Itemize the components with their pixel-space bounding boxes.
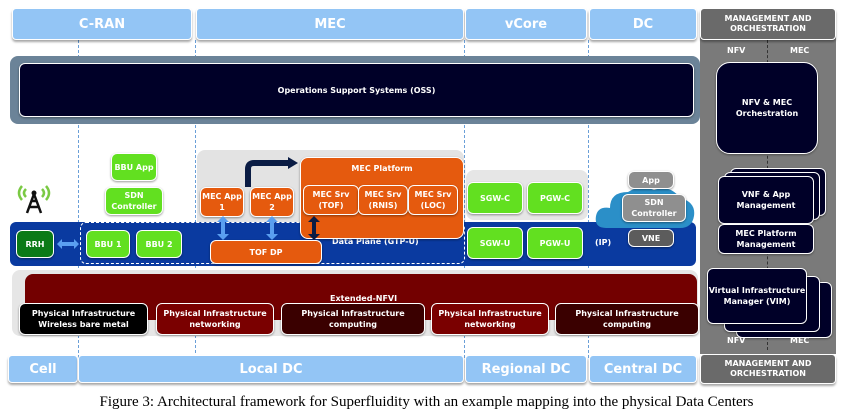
mgmt-col-mec-top: MEC <box>790 46 810 55</box>
cran-sdn-controller-box: SDN Controller <box>105 187 163 215</box>
footer-central-dc: Central DC <box>589 355 697 383</box>
app2-dp-arrow-icon <box>266 216 278 240</box>
mgmt-col-mec-bottom: MEC <box>790 336 810 345</box>
bbu1-box: BBU 1 <box>86 230 130 258</box>
dc-app-box: App <box>628 171 674 189</box>
footer-regional-dc: Regional DC <box>465 355 587 383</box>
mec-srv-tof: MEC Srv (TOF) <box>303 185 359 215</box>
vne-box: VNE <box>628 229 674 247</box>
dc-sdn-controller-box: SDN Controller <box>622 194 686 222</box>
separator-vcore-dc <box>588 40 589 358</box>
nfvi-computing-local: Physical Infrastructure computing <box>281 303 425 335</box>
mec-app2: MEC App 2 <box>250 187 294 217</box>
tof-dp-box: TOF DP <box>210 240 322 264</box>
header-vcore: vCore <box>465 8 587 40</box>
ip-label: (IP) <box>595 238 612 247</box>
rrh-box: RRH <box>16 230 54 258</box>
sgw-c-box: SGW-C <box>467 182 523 214</box>
nfv-mec-orchestration: NFV & MEC Orchestration <box>716 62 818 154</box>
management-header-bottom: MANAGEMENT AND ORCHESTRATION <box>700 354 836 384</box>
nfvi-networking-local: Physical Infrastructure networking <box>156 303 274 335</box>
mec-app-to-platform-arrow-icon <box>245 157 298 187</box>
separator-cran-mec <box>195 40 196 358</box>
nfvi-computing-central: Physical Infrastructure computing <box>555 303 699 335</box>
mec-app1: MEC App 1 <box>200 187 244 217</box>
oss-box: Operations Support Systems (OSS) <box>19 63 694 117</box>
mec-platform-mgmt: MEC Platform Management <box>718 224 814 254</box>
data-plane-label: Data Plane (GTP-U) <box>332 237 419 246</box>
pgw-c-box: PGW-C <box>527 182 583 214</box>
nfvi-wireless-bare-metal: Physical Infrastructure Wireless bare me… <box>19 303 148 335</box>
separator-cell-local <box>78 40 79 358</box>
platform-dp-arrow-icon <box>308 216 320 240</box>
app1-dp-arrow-icon <box>217 216 229 240</box>
bbu-app-box: BBU App <box>111 153 157 181</box>
vim-box: Virtual Infrastructure Manager (VIM) <box>707 268 807 324</box>
nfvi-networking-regional: Physical Infrastructure networking <box>431 303 549 335</box>
rrh-bbu-arrow-icon <box>57 239 79 249</box>
mec-platform-title: MEC Platform <box>351 164 413 173</box>
header-cran: C-RAN <box>12 8 192 40</box>
mec-srv-loc: MEC Srv (LOC) <box>408 185 458 215</box>
header-dc: DC <box>589 8 697 40</box>
footer-cell: Cell <box>8 355 78 383</box>
mec-srv-rnis: MEC Srv (RNIS) <box>358 185 408 215</box>
vnf-app-mgmt: VNF & App Management <box>718 176 814 224</box>
mgmt-col-nfv-top: NFV <box>727 46 746 55</box>
antenna-tower-icon <box>17 185 51 214</box>
footer-local-dc: Local DC <box>78 355 464 383</box>
separator-mec-vcore <box>464 40 465 358</box>
pgw-u-box: PGW-U <box>527 227 583 259</box>
sgw-u-box: SGW-U <box>467 227 523 259</box>
management-header-top: MANAGEMENT AND ORCHESTRATION <box>700 8 836 40</box>
header-mec: MEC <box>196 8 464 40</box>
figure-caption: Figure 3: Architectural framework for Su… <box>99 394 754 410</box>
nfvi-title: Extended-NFVI <box>330 294 398 303</box>
mgmt-col-nfv-bottom: NFV <box>727 336 746 345</box>
bbu2-box: BBU 2 <box>136 230 182 258</box>
